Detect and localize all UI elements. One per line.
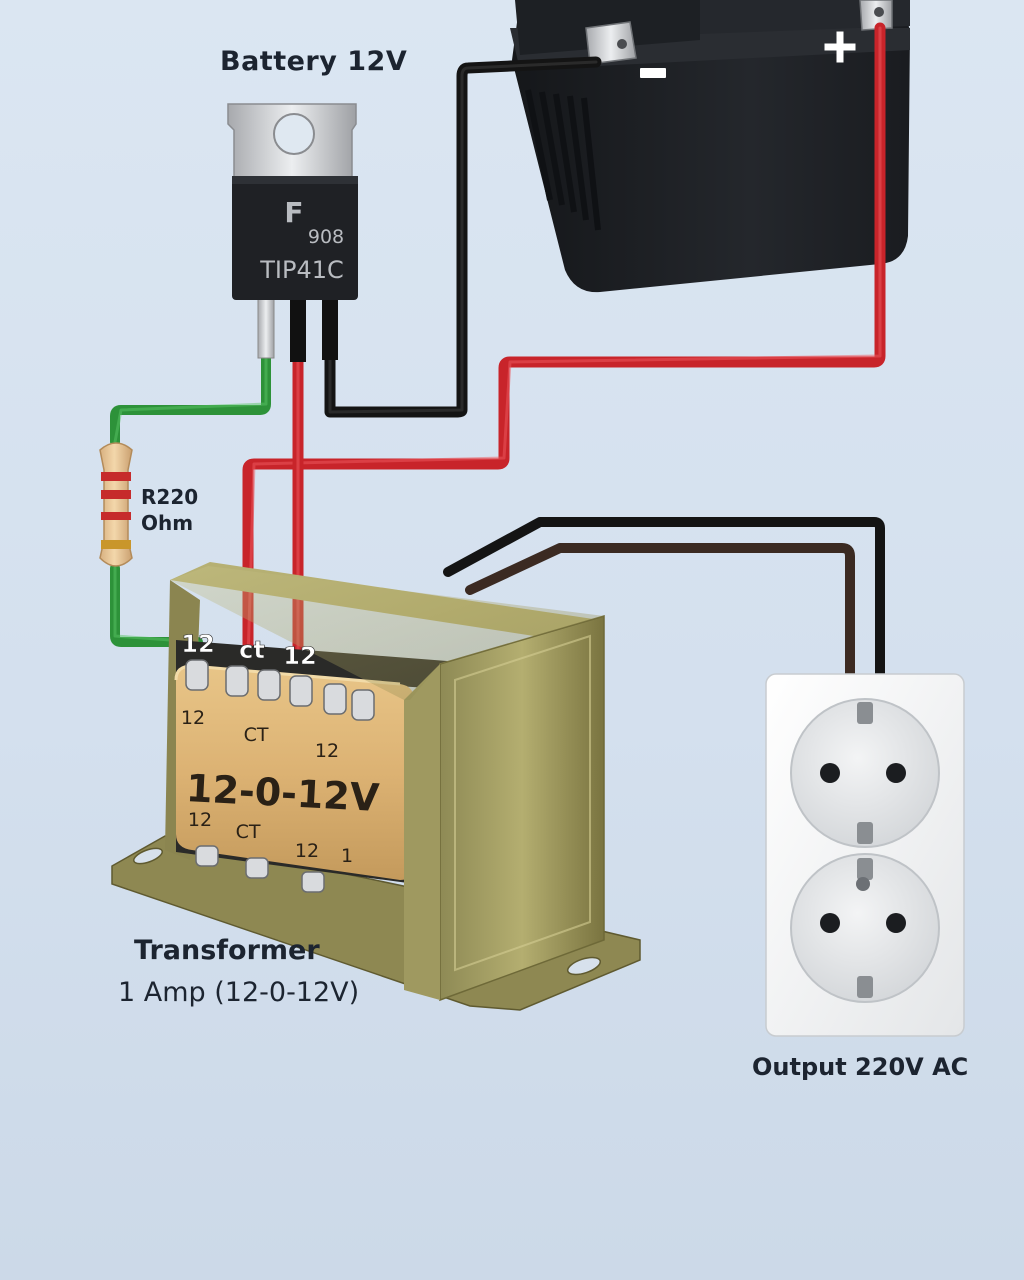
coil-top-label-2: CT [244, 724, 269, 746]
transformer-frame-front [439, 614, 605, 1002]
wire-black-output [443, 517, 885, 695]
battery-positive-terminal [824, 0, 893, 63]
mount-hole-right [566, 956, 602, 976]
transformer-top-lugs [185, 659, 375, 721]
tip41c-transistor: F 908 TIP41C [227, 103, 358, 362]
transistor-mounting-hole [273, 113, 315, 155]
resistor-band-3 [101, 512, 131, 520]
battery [510, 0, 910, 293]
power-socket [765, 673, 965, 1037]
transformer-title: Transformer [134, 935, 320, 966]
transformer: 12 CT 12 12-0-12V 12 CT 12 1 12 ct 12 [111, 562, 641, 1011]
tab-label-center: ct [239, 636, 265, 664]
coil-main-label: 12-0-12V [185, 766, 381, 820]
output-label: Output 220V AC [752, 1053, 969, 1081]
socket-outlet-top [790, 698, 940, 848]
transistor-body [232, 176, 358, 300]
coil-bottom-label-1: 12 [188, 809, 212, 831]
resistor [99, 442, 133, 567]
resistor-band-4 [101, 540, 131, 549]
coil-bottom-label-4: 1 [341, 845, 353, 867]
coil-top-label-1: 12 [181, 707, 205, 729]
coil-top-label-3: 12 [315, 740, 339, 762]
battery-title: Battery 12V [220, 46, 408, 77]
battery-negative-terminal [585, 21, 666, 78]
resistor-label: R220 Ohm [141, 484, 198, 536]
resistor-band-1 [101, 472, 131, 481]
wire-red-battery-positive [242, 22, 886, 666]
transformer-bottom-lugs [195, 845, 325, 893]
resistor-value: R220 [141, 485, 199, 509]
mount-hole-left [133, 847, 163, 865]
transformer-rating: 1 Amp (12-0-12V) [118, 977, 360, 1008]
wire-brown-output [465, 543, 855, 695]
tab-label-left: 12 [181, 630, 214, 658]
transformer-frame-top [170, 566, 604, 700]
wire-green-base [110, 325, 271, 447]
coil-bottom-label-3: 12 [295, 840, 319, 862]
transistor-logo: F [284, 196, 303, 229]
transformer-label: Transformer 1 Amp (12-0-12V) [118, 930, 359, 1014]
socket-outlet-bottom [790, 853, 940, 1003]
transistor-date-code: 908 [308, 226, 344, 248]
resistor-unit: Ohm [141, 511, 194, 535]
transistor-part-number: TIP41C [259, 256, 344, 284]
coil-bottom-label-2: CT [236, 821, 261, 843]
battery-ribs [525, 89, 601, 231]
resistor-band-2 [101, 490, 131, 499]
tab-label-right: 12 [283, 642, 316, 670]
transistor-legs [257, 297, 338, 362]
